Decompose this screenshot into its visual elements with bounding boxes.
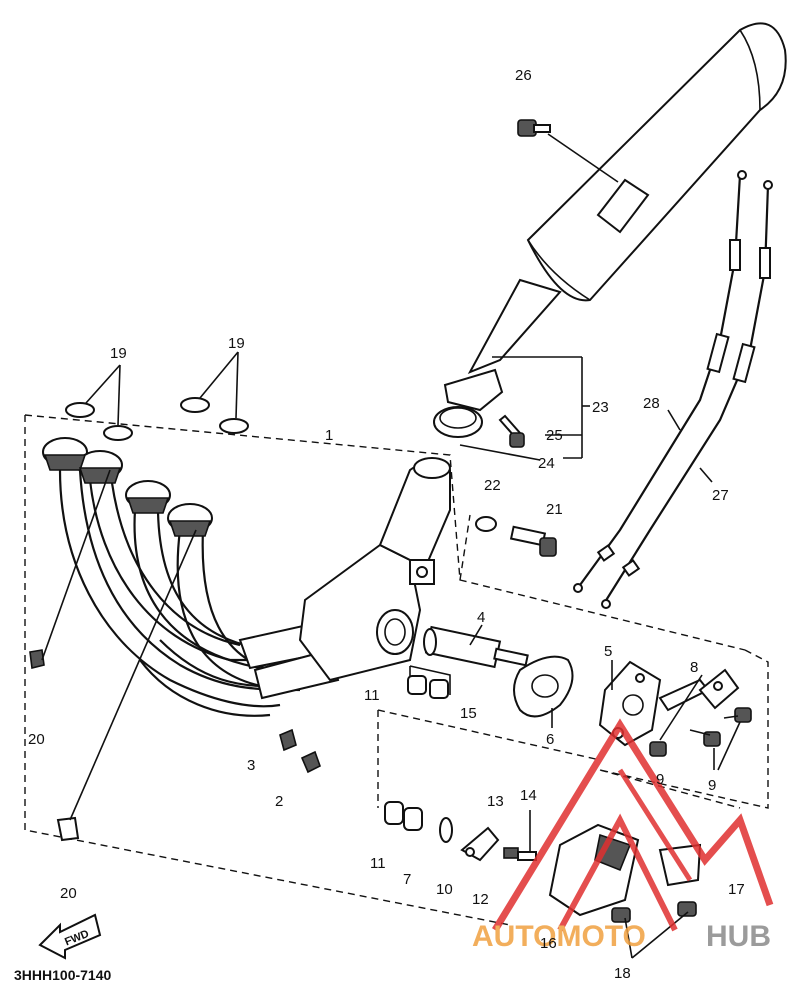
bolt-26 [517, 119, 619, 183]
callout-27: 27 [712, 487, 729, 504]
callout-12: 12 [472, 891, 489, 908]
callout-17: 17 [728, 881, 745, 898]
lower-small-parts [384, 801, 537, 862]
callout-21: 21 [546, 501, 563, 518]
watermark-text-hub: HUB [706, 920, 771, 953]
bolt-25 [498, 414, 525, 448]
callout-9-a: 9 [656, 771, 664, 788]
callout-7: 7 [403, 871, 411, 888]
callout-3: 3 [247, 757, 255, 774]
servo-bracket [598, 660, 740, 747]
callout-2: 2 [275, 793, 283, 810]
gaskets-19 [65, 351, 249, 441]
bolt-21 [475, 516, 557, 557]
callout-9-b: 9 [708, 777, 716, 794]
callout-14: 14 [520, 787, 537, 804]
callout-11-a: 11 [364, 687, 380, 704]
callout-5: 5 [604, 643, 612, 660]
callout-19-a: 19 [110, 345, 127, 362]
bolts-9 [649, 707, 752, 771]
callout-25: 25 [546, 427, 563, 444]
callout-1: 1 [325, 427, 333, 444]
callout-13: 13 [487, 793, 504, 810]
exhaust-header-pipes [42, 437, 342, 717]
small-fasteners [29, 469, 321, 842]
collector [298, 457, 451, 682]
assembly-boundary [24, 414, 769, 926]
callout-labels: 1 2 3 4 5 6 7 8 9 9 10 11 11 12 13 14 15… [28, 67, 745, 982]
callout-23: 23 [592, 399, 609, 416]
forward-arrow-icon: FWD [38, 913, 102, 960]
callout-20-a: 20 [28, 731, 45, 748]
shaft-4 [423, 624, 529, 669]
watermark-logo: AUTOMOTO HUB [472, 718, 774, 953]
muffler [433, 22, 787, 438]
callout-8: 8 [690, 659, 698, 676]
bushings [407, 665, 451, 699]
callout-11-b: 11 [370, 855, 386, 872]
watermark-text-main: AUTOMOTO [472, 920, 646, 953]
callout-24: 24 [538, 455, 555, 472]
callout-15: 15 [460, 705, 477, 722]
control-cables [573, 170, 773, 609]
callout-19-b: 19 [228, 335, 245, 352]
callout-28: 28 [643, 395, 660, 412]
callout-16: 16 [540, 935, 557, 952]
diagram-code: 3HHH100-7140 [14, 967, 111, 983]
callout-10: 10 [436, 881, 453, 898]
callout-20-b: 20 [60, 885, 77, 902]
callout-22: 22 [484, 477, 501, 494]
callout-18: 18 [614, 965, 631, 982]
callout-26: 26 [515, 67, 532, 84]
gasket-6 [513, 655, 574, 728]
callout-6: 6 [546, 731, 554, 748]
callout-4: 4 [477, 609, 485, 626]
